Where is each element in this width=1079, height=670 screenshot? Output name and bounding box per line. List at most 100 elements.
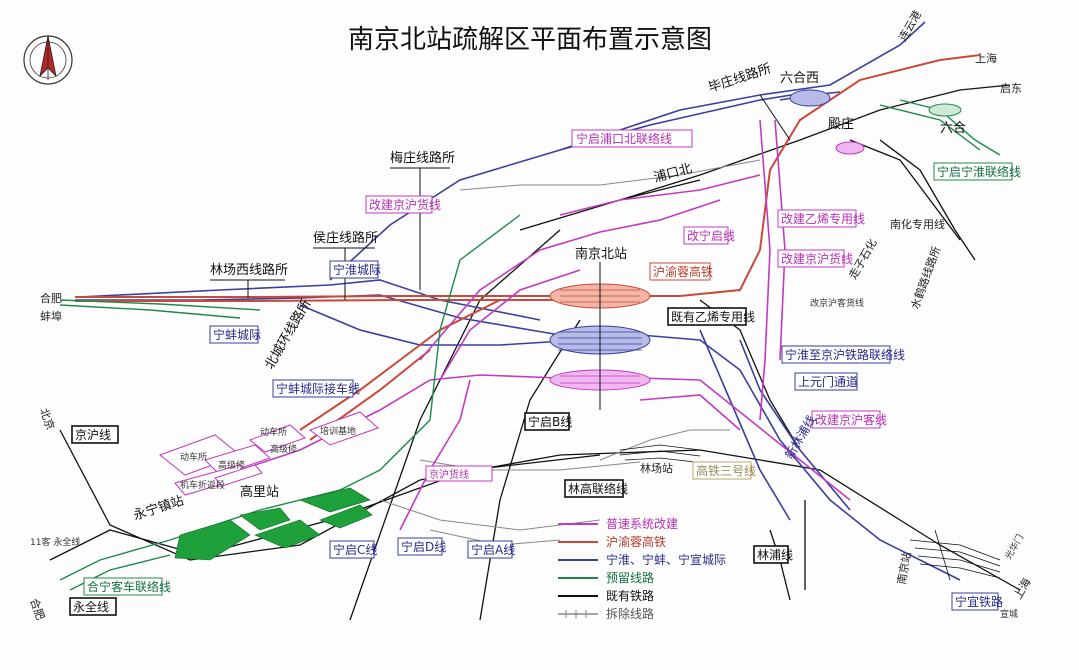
place-shanghai-ne: 上海 (975, 51, 997, 65)
box-gaijian-kexian: 改建京沪客线 (811, 410, 887, 429)
depot-label-peixun: 培训基地 (320, 425, 356, 437)
legend-label: 既有铁路 (606, 588, 654, 603)
box-shangyuanmen: 上元门通道 (794, 372, 858, 391)
depot-buildings (158, 411, 379, 496)
callout-linchangxi: 林场西线路所 (210, 262, 288, 298)
svg-text:宁启B线: 宁启B线 (528, 414, 572, 429)
callout-shuihe: 水鹤路线路所 (908, 244, 944, 311)
svg-text:沪渝蓉高铁: 沪渝蓉高铁 (653, 264, 713, 279)
depot-label-jiche: 机车折返段 (180, 479, 225, 491)
svg-text:林高联络线: 林高联络线 (568, 481, 628, 496)
legend: 普速系统改建 沪渝蓉高铁 宁淮、宁蚌、宁宣城际 预留线路 既有铁路 拆除线路 (558, 517, 726, 621)
box-ningqi-pukou: 宁启浦口北联络线 (571, 129, 693, 148)
box-ningqi-ninghuai: 宁启宁淮联络线 (933, 162, 1021, 181)
svg-text:既有乙烯专用线: 既有乙烯专用线 (671, 309, 755, 324)
depot-label-dongche: 动车所 (180, 451, 207, 463)
station-nanjing-north: 南京北站 (575, 246, 627, 262)
box-linpu: 林浦线 (753, 545, 793, 564)
box-ningbeng-jie: 宁蚌城际接车线 (272, 379, 360, 398)
legend-label: 拆除线路 (606, 606, 654, 621)
svg-text:京沪线: 京沪线 (75, 428, 111, 442)
place-guanghua: 光华门 (1002, 532, 1026, 561)
depot-label-gaojixiu: 高级修 (218, 459, 245, 471)
box-xianyou-yixi: 既有乙烯专用线 (667, 307, 755, 326)
label-jinghu-kehuo: 改京沪客货线 (810, 297, 864, 309)
svg-text:改建京沪货线: 改建京沪货线 (369, 197, 441, 212)
box-hening: 合宁客车联络线 (83, 577, 171, 596)
legend-item: 预留线路 (558, 570, 654, 585)
depot-label-gaojixiu2: 高级修 (270, 443, 297, 455)
place-bengbu: 蚌埠 (40, 309, 62, 323)
station-gaoli: 高里站 (240, 484, 279, 500)
svg-text:上元门通道: 上元门通道 (798, 374, 858, 389)
highspeed-lines (75, 54, 981, 441)
svg-text:改宁启线: 改宁启线 (687, 228, 735, 243)
legend-label: 宁淮、宁蚌、宁宣城际 (606, 552, 726, 567)
svg-text:合宁客车联络线: 合宁客车联络线 (87, 579, 171, 594)
box-gaotie-sanhao: 高铁三号线 (692, 461, 756, 480)
station-liuhe: 六合 (940, 121, 966, 136)
svg-text:宁宜铁路: 宁宜铁路 (955, 594, 1003, 609)
svg-text:高铁三号线: 高铁三号线 (696, 463, 756, 478)
place-yongquan-ke: 11客 永全线 (30, 536, 80, 548)
map-title: 南京北站疏解区平面布置示意图 (348, 25, 712, 55)
callout-bizhuang: 毕庄线路所 (706, 60, 791, 141)
svg-text:宁蚌城际: 宁蚌城际 (213, 327, 261, 342)
svg-text:宁启宁淮联络线: 宁启宁淮联络线 (937, 164, 1021, 179)
box-jinghu: 京沪线 (71, 425, 119, 444)
legend-item: 宁淮、宁蚌、宁宣城际 (558, 552, 726, 567)
legend-item: 既有铁路 (558, 588, 654, 603)
station-liuhexi: 六合西 (780, 71, 819, 86)
callout-meizhuang: 梅庄线路所 (390, 150, 455, 290)
box-nanjing-huo: 京沪货线 (425, 465, 493, 482)
svg-text:永全线: 永全线 (73, 599, 109, 614)
svg-text:改建京沪货线: 改建京沪货线 (781, 251, 853, 266)
station-yongning: 永宁镇站 (131, 493, 185, 524)
svg-text:宁启A线: 宁启A线 (471, 542, 515, 557)
box-ninghuai-zhi: 宁淮至京沪铁路联络线 (781, 345, 905, 364)
callout-nanhua: 南化专用线 (890, 217, 945, 231)
legend-item: 沪渝蓉高铁 (558, 534, 666, 549)
box-ningbeng-chengji: 宁蚌城际 (209, 325, 261, 344)
station-dianzhuang: 殿庄 (828, 116, 854, 132)
box-linggao: 林高联络线 (564, 479, 628, 498)
place-shanghai-se: 上海 (1010, 575, 1033, 601)
box-huyurong: 沪渝蓉高铁 (649, 262, 713, 281)
callout-linchangxi-label: 林场西线路所 (210, 262, 288, 278)
legend-label: 普速系统改建 (606, 517, 678, 531)
label-xinlinpu: 新林浦线 (782, 412, 819, 461)
svg-text:京沪货线: 京沪货线 (429, 468, 469, 481)
box-ningqi-b: 宁启B线 (524, 412, 572, 431)
legend-item: 拆除线路 (558, 606, 654, 621)
box-ningxuan: 宁宜铁路 (951, 592, 1003, 611)
svg-text:宁启浦口北联络线: 宁启浦口北联络线 (576, 131, 672, 146)
svg-text:改建京沪客线: 改建京沪客线 (815, 412, 887, 427)
legend-item: 普速系统改建 (558, 517, 678, 531)
box-gai-ningqi: 改宁启线 (683, 226, 735, 245)
svg-text:宁淮城际: 宁淮城际 (333, 262, 381, 277)
svg-text:宁淮至京沪铁路联络线: 宁淮至京沪铁路联络线 (785, 347, 905, 362)
box-yongquan: 永全线 (69, 597, 117, 616)
callout-beicheng: 北城环线路所 (262, 296, 315, 372)
callout-houzhuang-label: 侯庄线路所 (313, 230, 378, 246)
svg-text:宁启D线: 宁启D线 (401, 539, 446, 554)
box-ninghuai-chengji: 宁淮城际 (329, 260, 381, 279)
place-xuancheng: 宣城 (1000, 608, 1018, 620)
box-ningqi-c: 宁启C线 (329, 540, 377, 559)
station-linchang: 林场站 (640, 461, 673, 475)
box-gaijian-jinghu: 改建京沪货线 (365, 195, 441, 214)
box-ningqi-d: 宁启D线 (397, 537, 446, 556)
north-arrow-icon (23, 35, 73, 85)
box-gaijian-jinghu-2: 改建京沪货线 (777, 249, 853, 268)
nanjing-north-yard (549, 262, 651, 410)
liuhexi-yard (789, 89, 962, 155)
linchang-yard (619, 444, 701, 463)
legend-label: 沪渝蓉高铁 (606, 534, 666, 549)
svg-text:林浦线: 林浦线 (757, 548, 793, 562)
svg-text:宁蚌城际接车线: 宁蚌城际接车线 (276, 381, 360, 396)
svg-text:宁启C线: 宁启C线 (333, 542, 377, 557)
depot-label-dongche2: 动车所 (260, 426, 287, 438)
callout-bizhuang-label: 毕庄线路所 (706, 60, 773, 95)
station-pukoubei: 浦口北 (652, 161, 694, 186)
